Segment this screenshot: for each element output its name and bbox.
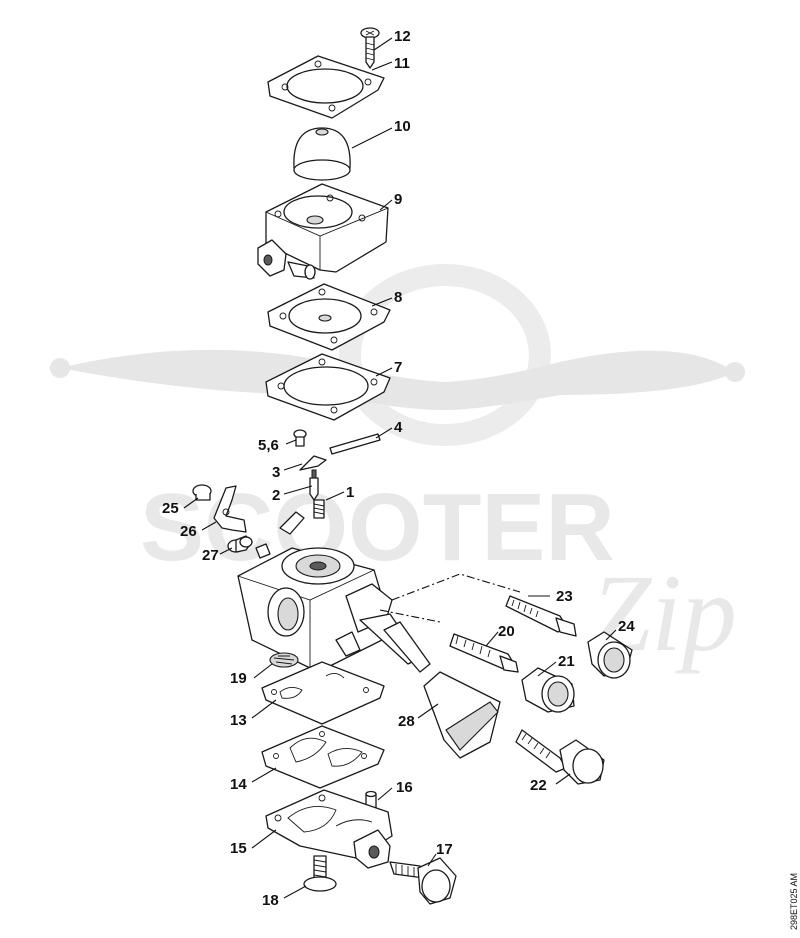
leader-lines	[183, 37, 617, 899]
callouts: 12 11 10 9 8 7 4 5,6 3 2 1 25 26 27 23 2…	[162, 28, 635, 909]
part-limiter-cap-large	[587, 631, 633, 679]
callout-15: 15	[230, 840, 247, 857]
part-throttle-lever	[213, 485, 247, 533]
callout-12: 12	[394, 28, 411, 45]
watermark-wings-icon	[60, 349, 735, 410]
callout-18: 18	[262, 892, 279, 909]
callout-1: 1	[346, 484, 354, 501]
callout-19: 19	[230, 670, 247, 687]
part-strainer	[269, 652, 299, 668]
part-pump-diaphragm	[267, 283, 391, 351]
watermark: SCOOTER Zip	[50, 264, 745, 674]
part-adjusting-screw-h	[505, 595, 577, 637]
callout-2: 2	[272, 487, 280, 504]
watermark-brand: SCOOTER	[140, 474, 615, 581]
callout-3: 3	[272, 464, 280, 481]
callout-26: 26	[180, 523, 197, 540]
part-pump-cover	[257, 183, 389, 280]
callout-13: 13	[230, 712, 247, 729]
callout-8: 8	[394, 289, 402, 306]
callout-20: 20	[498, 623, 515, 640]
part-bottom-screw	[303, 855, 337, 892]
part-metering-diaphragm	[261, 661, 385, 725]
callout-21: 21	[558, 653, 575, 670]
callout-28: 28	[398, 713, 415, 730]
part-screw-top	[360, 27, 380, 69]
callout-14: 14	[230, 776, 247, 793]
part-adjusting-screw-idle	[515, 729, 605, 785]
watermark-ring-icon	[339, 264, 551, 446]
part-end-cover	[265, 789, 393, 869]
part-needle-valve	[309, 469, 319, 501]
callout-17: 17	[436, 841, 453, 858]
part-screw-small	[293, 429, 307, 447]
part-pin	[329, 433, 381, 455]
watermark-dot-right-icon	[725, 362, 745, 382]
callout-27: 27	[202, 547, 219, 564]
part-spring	[313, 499, 325, 519]
part-shaft-screw	[192, 484, 212, 501]
callout-10: 10	[394, 118, 411, 135]
watermark-dot-left-icon	[50, 358, 70, 378]
part-limiter-cap-medium	[521, 667, 575, 713]
callout-11: 11	[394, 55, 410, 72]
reference-code: 298ET025 AM	[789, 873, 799, 930]
callout-25: 25	[162, 500, 179, 517]
part-adjusting-screw-l	[449, 633, 519, 673]
part-bushing	[227, 535, 253, 553]
callout-5-6: 5,6	[258, 437, 279, 454]
part-metering-gasket	[261, 725, 385, 789]
part-lever	[299, 455, 327, 471]
callout-16: 16	[396, 779, 413, 796]
callout-9: 9	[394, 191, 402, 208]
callout-4: 4	[394, 419, 403, 436]
part-tool-adjuster	[383, 621, 501, 759]
callout-22: 22	[530, 777, 547, 794]
callout-24: 24	[618, 618, 635, 635]
callout-7: 7	[394, 359, 402, 376]
part-pump-gasket	[265, 353, 391, 421]
part-cover-gasket	[267, 55, 385, 119]
part-primer-bulb	[293, 127, 351, 181]
part-idle-screw	[389, 857, 457, 905]
callout-23: 23	[556, 588, 573, 605]
